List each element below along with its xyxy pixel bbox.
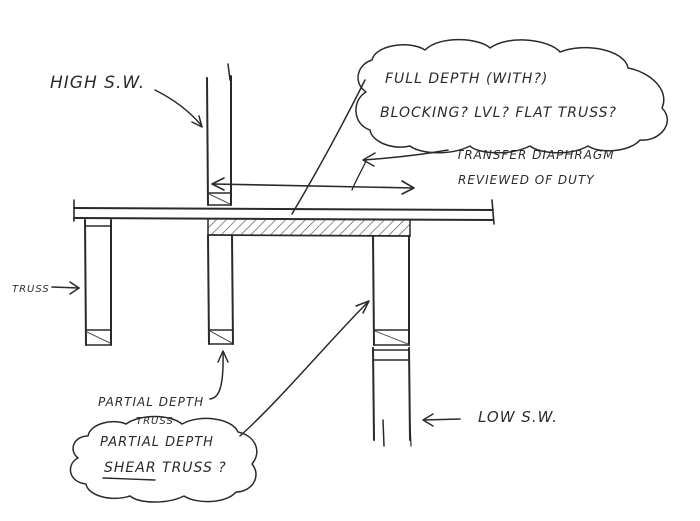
leader-partial-depth-truss [209,350,229,400]
leader-truss [51,281,80,295]
truss-label: TRUSS [12,284,50,295]
shear-underline [102,477,156,481]
partial-depth-label: PARTIAL DEPTH [98,395,204,409]
high-sw-label: HIGH S.W. [50,73,145,93]
leader-low-sw [422,413,461,427]
shear-word: SHEAR [104,460,157,476]
partial-depth-truss [207,235,234,345]
leader-transfer [351,149,449,191]
low-sw-label: LOW S.W. [478,408,558,426]
transfer-diaphragm-label: TRANSFER DIAPHRAGM [456,148,615,162]
bubble-line-2: SHEAR TRUSS ? [104,460,227,476]
leader-shear-truss [239,300,370,437]
callout-cloud-bottom [69,415,258,503]
callout-line-1: FULL DEPTH (WITH?) [385,71,548,87]
span-dimension-arrow [211,177,415,195]
callout-line-2: BLOCKING? LVL? FLAT TRUSS? [380,105,617,121]
leader-high-sw [154,89,203,128]
truss-word: TRUSS ? [157,460,227,476]
bubble-line-1: PARTIAL DEPTH [100,435,214,450]
low-shear-wall [372,347,412,447]
right-truss [372,235,410,346]
callout-cloud-top [355,38,668,154]
partial-depth-truss-label: TRUSS [136,416,174,427]
left-truss [84,219,112,346]
high-shear-wall [206,63,232,206]
transfer-blocking [207,218,411,237]
leader-callout [291,79,366,215]
reviewed-of-duty-label: REVIEWED OF DUTY [458,173,595,187]
